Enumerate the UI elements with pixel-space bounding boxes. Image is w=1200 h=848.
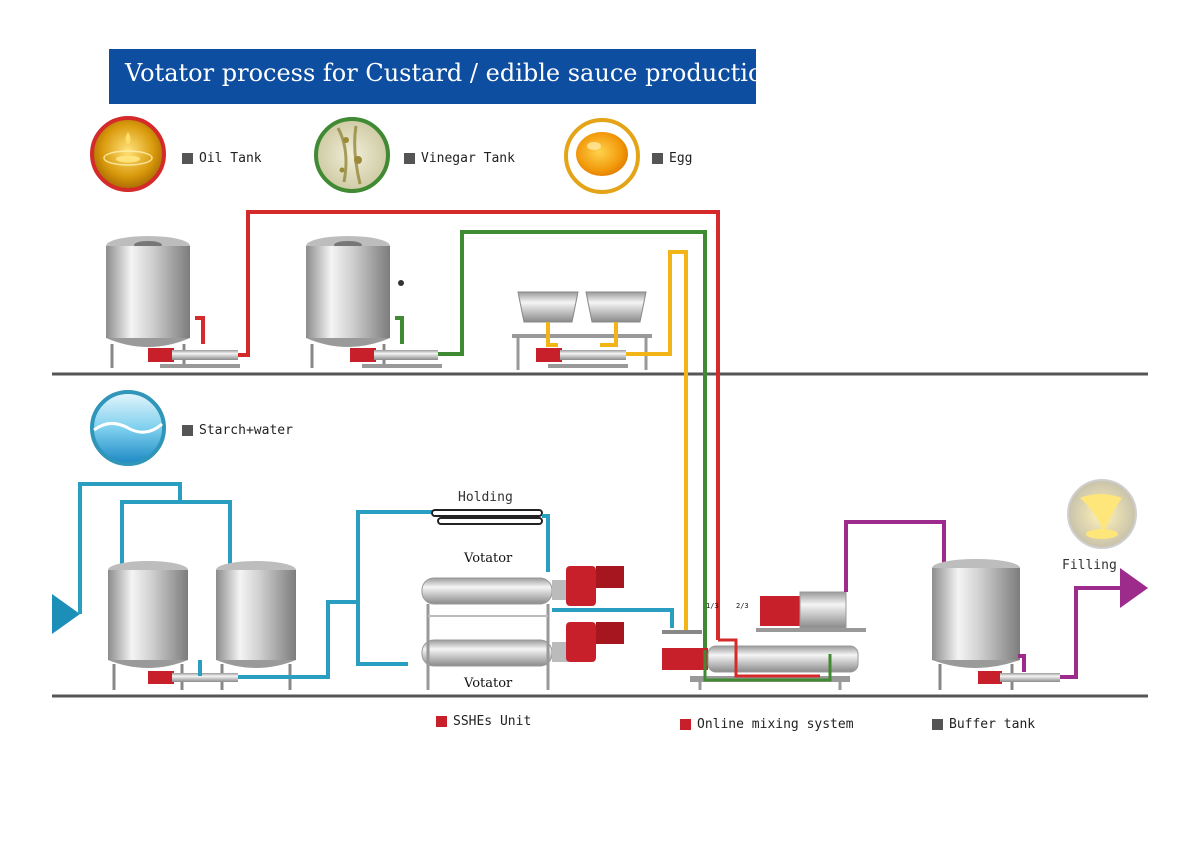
starch-tank-two <box>216 561 296 690</box>
pipe-segment <box>356 602 408 666</box>
oil-pump <box>148 348 240 368</box>
legend-oil-tank: Oil Tank <box>182 151 262 166</box>
legend-square-icon <box>932 719 943 730</box>
legend-label: SSHEs Unit <box>453 714 532 729</box>
legend-label: Oil Tank <box>199 151 262 166</box>
starch-pump <box>148 671 238 684</box>
legend-square-icon <box>680 719 691 730</box>
pipe-segment <box>238 210 720 640</box>
filling-custard-icon <box>1067 479 1137 549</box>
pipe-segment <box>600 322 618 347</box>
legend-sshe-unit: SSHEs Unit <box>436 714 531 729</box>
pipe-segment <box>238 600 358 679</box>
pipe-segment <box>356 510 432 602</box>
vinegar-pipe <box>395 316 404 344</box>
legend-square-icon <box>404 153 415 164</box>
ratio-label-one-third: 1/3 <box>706 602 719 610</box>
buffer-tank <box>932 559 1020 690</box>
legend-square-icon <box>436 716 447 727</box>
filling-label: Filling <box>1062 558 1117 573</box>
legend-label: Egg <box>669 151 693 166</box>
pipe-segment <box>1060 586 1120 679</box>
egg-yolk-icon <box>564 118 640 194</box>
legend-label: Buffer tank <box>949 717 1036 732</box>
legend-buffer-tank: Buffer tank <box>932 717 1035 732</box>
oil-drop-icon <box>90 116 166 192</box>
title-bar: Votator process for Custard / edible sau… <box>109 49 778 104</box>
holding-tube <box>431 509 543 525</box>
starch-tank-one <box>108 561 188 690</box>
legend-label: Vinegar Tank <box>421 151 515 166</box>
legend-online-mixing: Online mixing system <box>680 717 854 732</box>
legend-starch-water: Starch+water <box>182 423 293 438</box>
legend-label: Starch+water <box>199 423 293 438</box>
legend-label: Online mixing system <box>697 717 854 732</box>
egg-pump <box>536 348 628 368</box>
legend-square-icon <box>182 153 193 164</box>
egg-hopper-station <box>512 291 652 370</box>
vinegar-storage-tank <box>306 236 404 368</box>
votator-top-label: Votator <box>464 551 513 566</box>
vinegar-pump <box>350 348 442 368</box>
pipe-segment <box>542 514 550 572</box>
legend-square-icon <box>652 153 663 164</box>
pipe-segment <box>180 500 232 574</box>
votator-bottom <box>421 622 624 667</box>
pipe-segment <box>718 638 820 678</box>
water-pipe <box>78 482 182 614</box>
inlet-arrow <box>52 594 80 634</box>
egg-pipe <box>546 322 558 347</box>
pipe-segment <box>703 650 832 682</box>
ratio-label-two-thirds: 2/3 <box>736 602 749 610</box>
oil-storage-tank <box>106 236 190 368</box>
legend-vinegar-tank: Vinegar Tank <box>404 151 515 166</box>
water-wave-icon <box>90 390 166 466</box>
filling-pump <box>978 671 1060 684</box>
legend-square-icon <box>182 425 193 436</box>
legend-egg: Egg <box>652 151 692 166</box>
votator-bottom-label: Votator <box>464 676 513 691</box>
holding-label: Holding <box>458 490 513 505</box>
oil-pipe <box>195 316 205 344</box>
product-pipe <box>844 520 946 592</box>
pipe-segment <box>552 608 674 628</box>
pipe-segment <box>438 230 707 650</box>
vinegar-bubbles-icon <box>314 117 390 193</box>
filling-arrow <box>1120 568 1148 608</box>
pipe-segment <box>1018 654 1026 672</box>
page-title: Votator process for Custard / edible sau… <box>125 59 778 87</box>
pipe-segment <box>626 250 688 632</box>
votator-top <box>421 566 624 606</box>
votator-frame <box>426 604 550 690</box>
